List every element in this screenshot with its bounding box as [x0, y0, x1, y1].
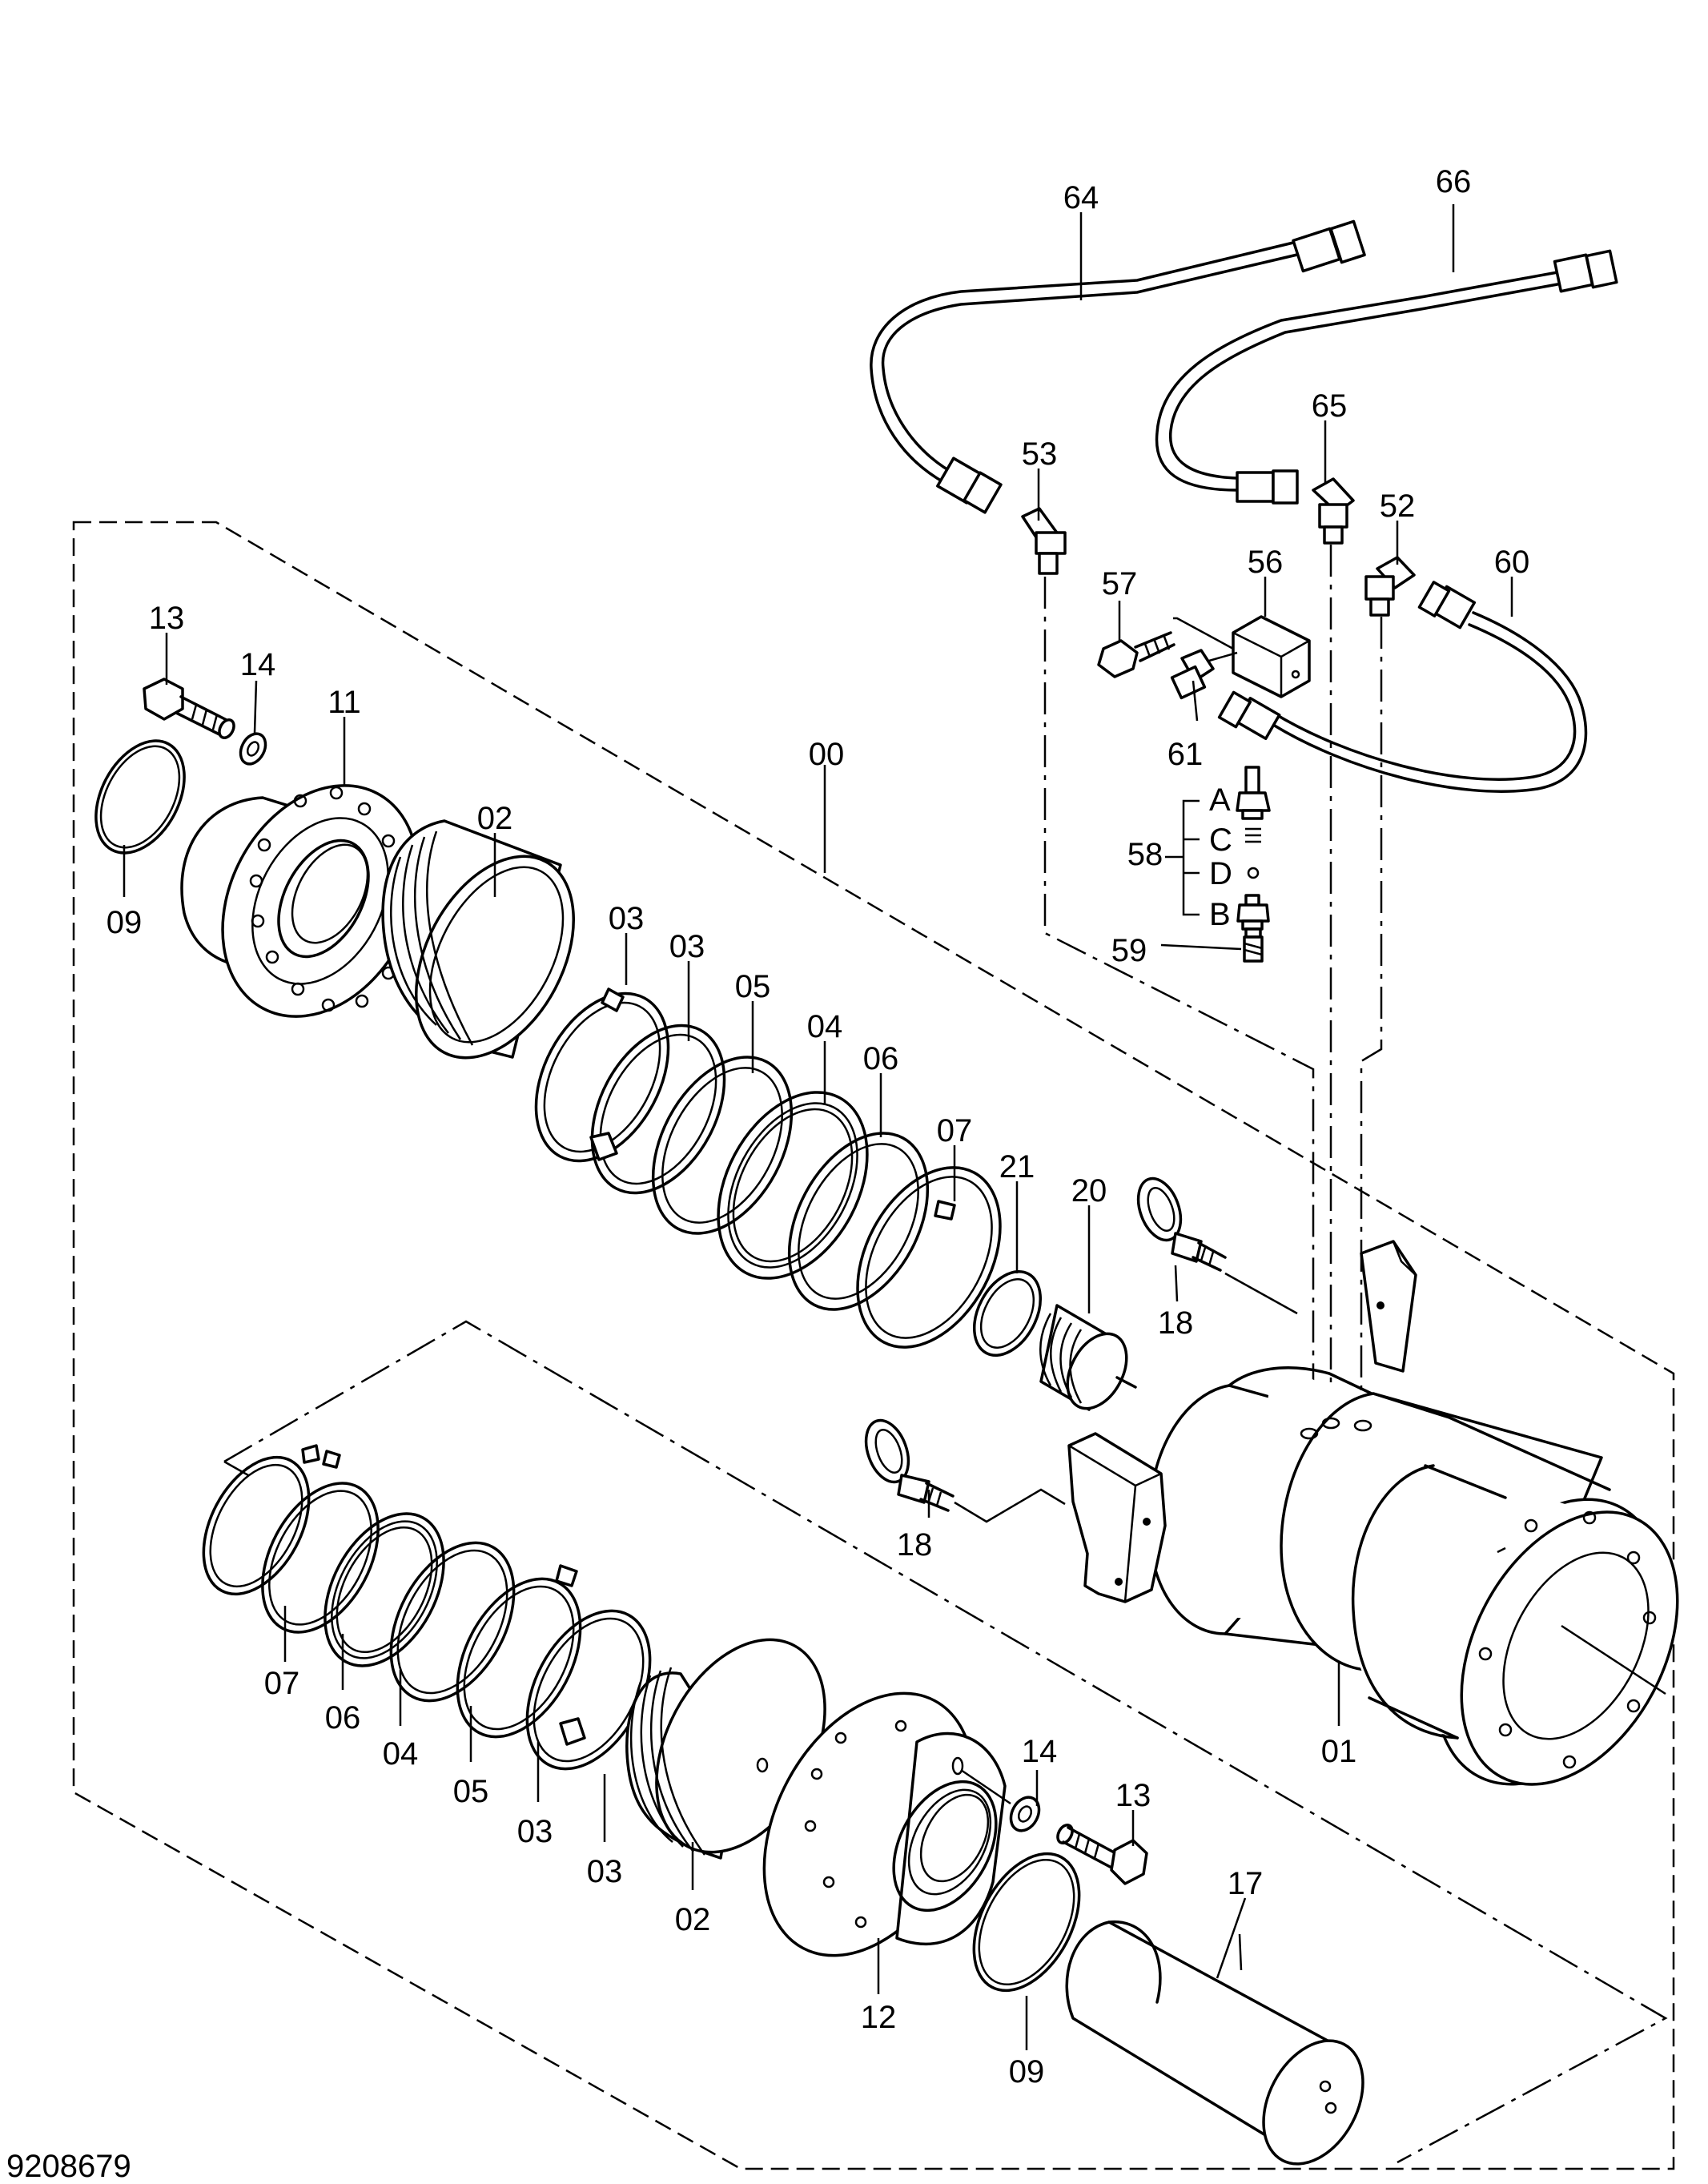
callout-02-upper: 02 — [477, 801, 513, 836]
callout-18-lower: 18 — [897, 1527, 933, 1563]
bolt-13-upper — [143, 678, 235, 739]
callout-03-upper-a: 03 — [609, 901, 645, 936]
callout-66: 66 — [1436, 164, 1472, 199]
o-ring-09-lower — [972, 1852, 1081, 1993]
backup-ring-03-lower-a — [456, 1564, 582, 1739]
callout-59: 59 — [1111, 933, 1147, 968]
spring-20 — [1039, 1304, 1137, 1411]
assembly-boundary-upper — [72, 521, 1675, 2170]
callout-00: 00 — [809, 737, 845, 772]
seal-ring-04-upper — [717, 1091, 869, 1280]
pin-17 — [1065, 1920, 1364, 2166]
flange-12-bolt-holes — [804, 1719, 907, 1929]
leader-53-to-body — [1043, 577, 1315, 1410]
key-b: B — [1209, 897, 1231, 932]
callout-13-lower: 13 — [1115, 1778, 1151, 1813]
callout-labels: 64 66 53 65 52 60 56 57 61 00 58 59 A C … — [106, 164, 1530, 2089]
piston-02-upper — [381, 819, 575, 1060]
callout-17: 17 — [1228, 1866, 1264, 1901]
callout-53: 53 — [1022, 436, 1058, 472]
snap-ring-07-lower — [202, 1444, 320, 1596]
callout-03-lower-a: 03 — [517, 1814, 553, 1849]
callout-61: 61 — [1167, 737, 1204, 772]
snap-ring-07-upper — [856, 1166, 1002, 1349]
key-c: C — [1209, 823, 1232, 858]
seal-ring-05-lower — [389, 1541, 516, 1703]
callout-07-lower: 07 — [264, 1666, 300, 1701]
eyebolt-18-lower — [864, 1418, 1066, 1523]
callout-52: 52 — [1380, 489, 1416, 524]
hose-60 — [1217, 581, 1588, 793]
key-a: A — [1209, 782, 1231, 818]
callout-14-upper: 14 — [240, 647, 276, 682]
callout-18-upper: 18 — [1158, 1305, 1194, 1341]
seal-ring-04-lower — [324, 1512, 445, 1667]
callout-03-lower-b: 03 — [587, 1854, 623, 1889]
leader-52-to-body — [1360, 617, 1383, 1426]
callout-56: 56 — [1248, 545, 1284, 580]
callout-05-upper: 05 — [735, 969, 771, 1004]
manifold-block-56 — [1173, 615, 1311, 698]
elbow-fitting-52 — [1364, 556, 1416, 617]
callout-01: 01 — [1321, 1734, 1357, 1769]
callout-05-lower: 05 — [453, 1774, 489, 1809]
fitting-stack-58 — [1165, 766, 1271, 931]
callout-21: 21 — [999, 1149, 1035, 1185]
callout-20: 20 — [1071, 1173, 1107, 1209]
eyebolt-18-upper — [1136, 1176, 1298, 1315]
elbow-fitting-65 — [1312, 477, 1355, 545]
snap-ring-21 — [973, 1269, 1042, 1357]
callout-09-upper: 09 — [106, 905, 143, 940]
assembly-boundary-lower — [223, 1320, 1668, 2164]
body-01-flange-bolt-holes — [1478, 1510, 1657, 1769]
hose-64 — [870, 219, 1366, 514]
callout-57: 57 — [1102, 566, 1138, 601]
o-ring-09-upper — [94, 739, 186, 855]
callout-06-lower: 06 — [325, 1700, 361, 1736]
flange-11 — [180, 784, 420, 1018]
callout-65: 65 — [1312, 388, 1348, 424]
callout-09-lower: 09 — [1009, 2054, 1045, 2089]
callout-06-upper: 06 — [863, 1041, 899, 1076]
seal-ring-05-upper — [651, 1056, 794, 1235]
washer-14-lower — [1009, 1796, 1041, 1832]
callout-11: 11 — [328, 685, 361, 720]
callout-04-lower: 04 — [383, 1736, 419, 1772]
hose-66 — [1155, 249, 1618, 505]
callout-14-lower: 14 — [1022, 1734, 1058, 1769]
elbow-fitting-61 — [1170, 649, 1238, 700]
backup-ring-03-upper-a — [534, 987, 670, 1163]
drawing-number: 9208679 — [6, 2149, 131, 2184]
flange-12 — [762, 1691, 1007, 1957]
bolt-57 — [1097, 631, 1176, 678]
seal-ring-06-lower — [261, 1450, 380, 1634]
elbow-fitting-53 — [1021, 507, 1067, 575]
callout-04-upper: 04 — [807, 1009, 843, 1044]
callout-02-lower: 02 — [675, 1902, 711, 1937]
key-d: D — [1209, 856, 1232, 891]
callout-13-upper: 13 — [149, 601, 185, 636]
washer-14-upper — [239, 732, 267, 766]
callout-58: 58 — [1127, 837, 1163, 872]
callout-03-upper-b: 03 — [669, 929, 705, 964]
leader-lines — [123, 204, 1513, 2050]
o-ring-09-upper-inner — [99, 745, 181, 849]
backup-ring-03-upper-b — [589, 1024, 726, 1195]
boundary-edge-left — [223, 1460, 249, 1477]
callout-12: 12 — [861, 2000, 897, 2035]
swivel-joint-body-01 — [1067, 1240, 1679, 1786]
callout-07-upper: 07 — [937, 1113, 973, 1148]
callout-60: 60 — [1494, 545, 1530, 580]
plug-59 — [1160, 927, 1264, 963]
callout-64: 64 — [1063, 180, 1099, 215]
seal-ring-06-upper — [787, 1132, 930, 1311]
